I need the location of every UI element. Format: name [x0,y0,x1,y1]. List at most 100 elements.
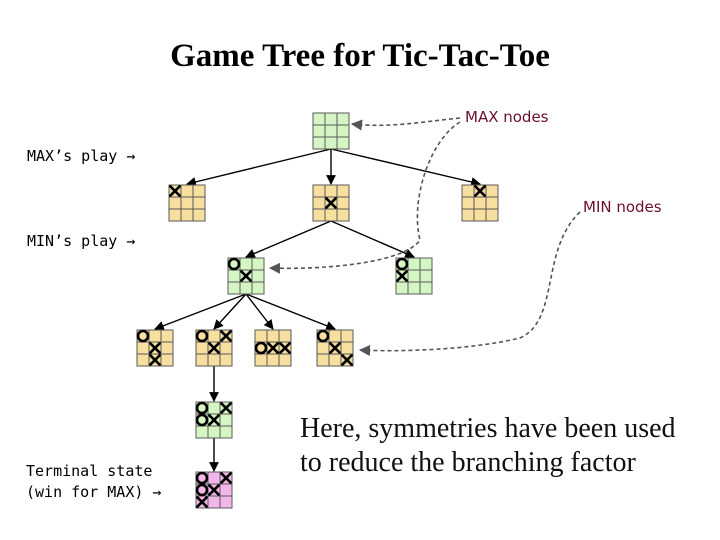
board-cell [251,269,265,283]
board-cell [461,184,475,198]
o-mark-icon [395,257,409,271]
o-mark-icon [195,329,209,343]
min-nodes-annotation: MIN nodes [583,198,662,216]
board-cell [312,136,326,150]
board-cell [312,208,326,222]
board-cell [160,353,174,367]
board-cell [266,329,280,343]
x-mark-icon [196,496,208,508]
board-node-p3 [254,329,292,367]
board-node-m2 [312,184,350,222]
board-cell [407,257,421,271]
board-cell [207,425,221,439]
min-play-label: MIN’s play → [27,232,136,250]
board-cell [239,281,253,295]
board-cell [340,329,354,343]
board-node-n2 [395,257,433,295]
o-mark-icon [195,401,209,415]
board-cell [278,329,292,343]
board-cell [251,281,265,295]
board-cell [219,483,233,497]
board-cell [180,208,194,222]
board-cell [227,281,241,295]
board-cell [473,196,487,210]
tree-edges [154,148,481,472]
board-cell [324,184,338,198]
board-cell [312,196,326,210]
board-cell [219,425,233,439]
edge-n1-p4 [245,293,336,331]
x-mark-icon [208,484,220,496]
x-mark-icon [267,342,279,354]
board-cell [336,136,350,150]
board-cell [336,112,350,126]
x-mark-icon [474,185,486,197]
x-mark-icon [220,330,232,342]
x-mark-icon [240,270,252,282]
board-cell [254,329,268,343]
board-cell [180,184,194,198]
board-cell [324,136,338,150]
board-cell [160,341,174,355]
board-cell [312,112,326,126]
board-cell [168,208,182,222]
board-cell [195,425,209,439]
terminal-label-line2: (win for MAX) → [26,483,162,501]
board-node-m3 [461,184,499,222]
annotation-arrows [268,117,581,357]
x-mark-icon [169,185,181,197]
board-cell [328,353,342,367]
o-mark-icon [227,257,241,271]
board-cell [485,208,499,222]
board-cell [407,269,421,283]
board-cell [207,401,221,415]
board-cell [395,281,409,295]
board-cell [266,353,280,367]
o-mark-icon [316,329,330,343]
edge-root-m3 [330,148,481,187]
x-mark-icon [149,354,161,366]
board-cell [407,281,421,295]
board-cell [340,341,354,355]
o-mark-icon [254,341,268,355]
min-nodes-pointer [358,211,581,357]
board-cell [324,208,338,222]
max-nodes-pointer-root [350,117,461,131]
diagram-title: Game Tree for Tic-Tac-Toe [170,38,550,74]
board-node-n1 [227,257,265,295]
edge-n1-p3 [245,293,274,330]
board-cell [328,329,342,343]
edge-m2-n2 [330,220,415,258]
board-cell [419,269,433,283]
x-mark-icon [220,402,232,414]
board-cell [192,184,206,198]
board-node-root [312,112,350,150]
board-cell [461,208,475,222]
board-cell [473,208,487,222]
edge-m2-n1 [245,220,332,259]
board-cell [227,269,241,283]
board-cell [168,196,182,210]
board-cell [336,184,350,198]
board-cell [336,208,350,222]
board-cell [312,124,326,138]
max-nodes-annotation: MAX nodes [465,108,549,126]
x-mark-icon [149,342,161,354]
board-node-p1 [136,329,174,367]
x-mark-icon [329,342,341,354]
board-cell [136,341,150,355]
board-cell [192,208,206,222]
board-node-p2 [195,329,233,367]
board-cell [148,329,162,343]
board-cell [324,124,338,138]
board-node-p4 [316,329,354,367]
board-cell [207,353,221,367]
board-node-q1 [195,401,233,439]
board-cell [207,471,221,485]
board-cell [219,353,233,367]
x-mark-icon [279,342,291,354]
o-mark-icon [195,483,209,497]
o-mark-icon [136,329,150,343]
board-cell [278,353,292,367]
